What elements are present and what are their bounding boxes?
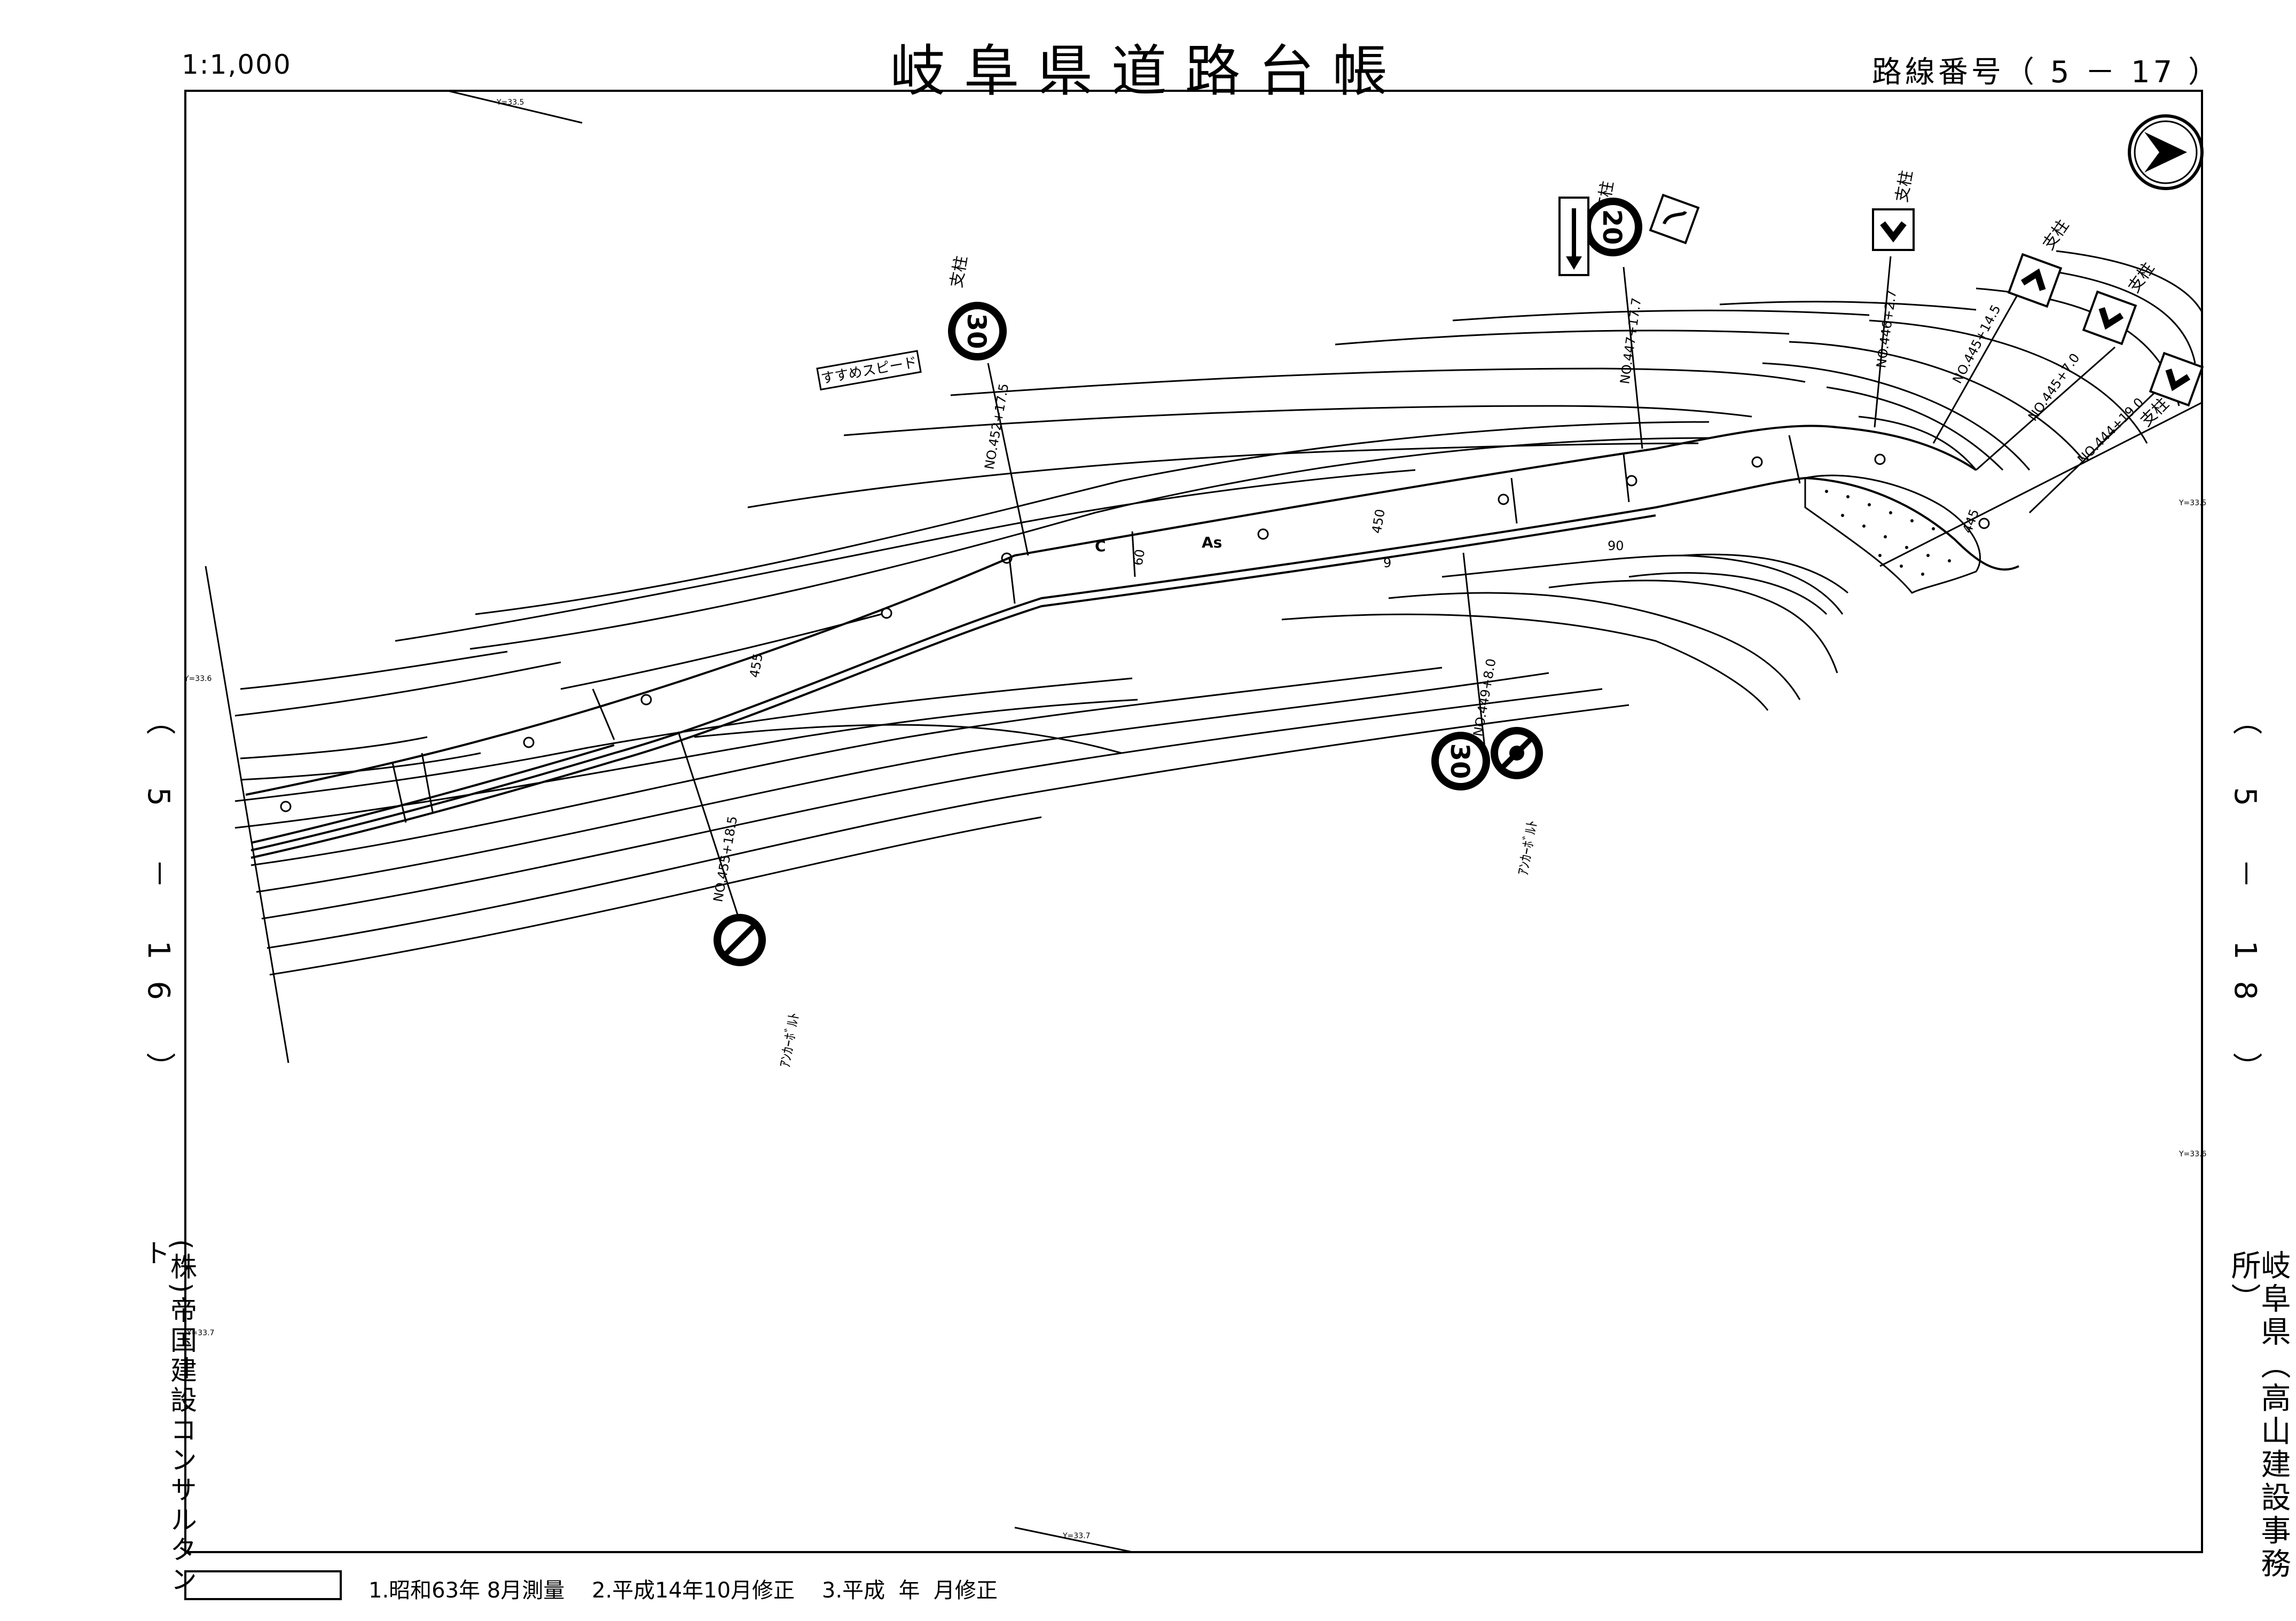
width-label-455: 455 — [747, 652, 766, 679]
chevron-delineator-icon-4 — [2149, 351, 2204, 407]
page-title: 岐阜県道路台帳 — [890, 38, 1406, 104]
speed-limit-20-icon: 20 — [1584, 198, 1642, 256]
grid-label-y-33-6-right: Y=33.6 — [2179, 1150, 2207, 1158]
no-parking-icon — [1491, 727, 1543, 779]
grid-label-y-33-5: Y=33.5 — [496, 98, 524, 107]
grid-label-y-33-7: Y=33.7 — [186, 1329, 214, 1337]
station-447-17-7: NO.447+17.7 — [1617, 297, 1644, 385]
speed-limit-30-icon-2: 30 — [1431, 732, 1490, 790]
chevron-delineator-icon-2 — [2007, 253, 2063, 308]
embankment-hatch — [1825, 490, 1951, 576]
station-445-7-0: NO.445+7.0 — [2025, 350, 2083, 424]
width-label-445: 445 — [1960, 507, 1982, 535]
station-446-2-7: NO.446+2.7 — [1874, 289, 1899, 369]
curve-warning-icon — [1649, 193, 1700, 245]
sign-post-label-4: 支柱 — [2039, 216, 2073, 253]
no-stopping-icon — [714, 914, 766, 966]
map-frame — [184, 90, 2203, 1553]
one-way-arrow-icon — [1558, 197, 1589, 276]
embankment-area — [1804, 474, 1981, 594]
manhole-markers — [280, 453, 1990, 812]
anchor-bolt-label-2: ｱﾝｶｰﾎﾞﾙﾄ — [1515, 819, 1541, 877]
cross-section-lines — [391, 435, 1801, 823]
contour-lines-lower — [234, 553, 1848, 976]
width-label-450: 450 — [1369, 508, 1388, 535]
width-label-90: 90 — [1608, 538, 1624, 553]
chevron-delineator-icon — [1872, 208, 1915, 251]
legend-box — [184, 1570, 342, 1600]
consultant-credit: (株)帝国建設コンサルタント — [139, 1239, 197, 1596]
route-number: 路線番号（ 5 － 17 ） — [1871, 55, 2221, 90]
sign-plate-susume: すすめスピード — [816, 350, 922, 391]
office-credit: 岐阜県（高山建設事務所） — [2226, 1250, 2291, 1581]
road-edge-lines — [245, 425, 2019, 859]
chevron-delineator-icon-3 — [2082, 290, 2137, 346]
north-arrow-icon — [2128, 114, 2204, 190]
station-449-8-0: NO.449+8.0 — [1470, 657, 1499, 738]
sheet-ref-right: （ 5 － 18 ） — [2228, 705, 2262, 1104]
grid-label-y-33-5-right: Y=33.5 — [2179, 499, 2206, 507]
anchor-bolt-label-1: ｱﾝｶｰﾎﾞﾙﾄ — [777, 1012, 803, 1069]
svg-text:30: 30 — [961, 314, 991, 349]
contour-lines-upper — [234, 250, 2201, 717]
surface-label-c: C — [1095, 537, 1106, 555]
revision-notes: 1.昭和63年 8月測量 2.平成14年10月修正 3.平成 年 月修正 — [369, 1578, 998, 1603]
svg-text:30: 30 — [1445, 743, 1475, 779]
station-444-19-0: NO.444+19.0 — [2074, 395, 2146, 467]
width-label-60: 60 — [1130, 548, 1148, 567]
grid-label-y-33-6: Y=33.6 — [184, 675, 212, 683]
grid-lines — [205, 92, 2201, 1551]
grid-label-y-33-7-bottom: Y=33.7 — [1062, 1532, 1090, 1540]
speed-limit-30-icon: 30 — [948, 302, 1007, 361]
width-label-9: 9 — [1383, 555, 1391, 570]
station-445-14-5: NO.445+14.5 — [1950, 302, 2004, 386]
surface-label-as: As — [1202, 534, 1222, 551]
sign-post-label-6: 支柱 — [2137, 394, 2173, 430]
sign-post-label-3: 支柱 — [1892, 169, 1916, 203]
svg-text:20: 20 — [1597, 209, 1627, 245]
sign-leader-lines — [677, 256, 2164, 930]
sign-post-label-1: 支柱 — [947, 254, 971, 289]
map-scale: 1:1,000 — [182, 49, 292, 80]
sheet-ref-left: （ 5 － 16 ） — [141, 705, 176, 1104]
